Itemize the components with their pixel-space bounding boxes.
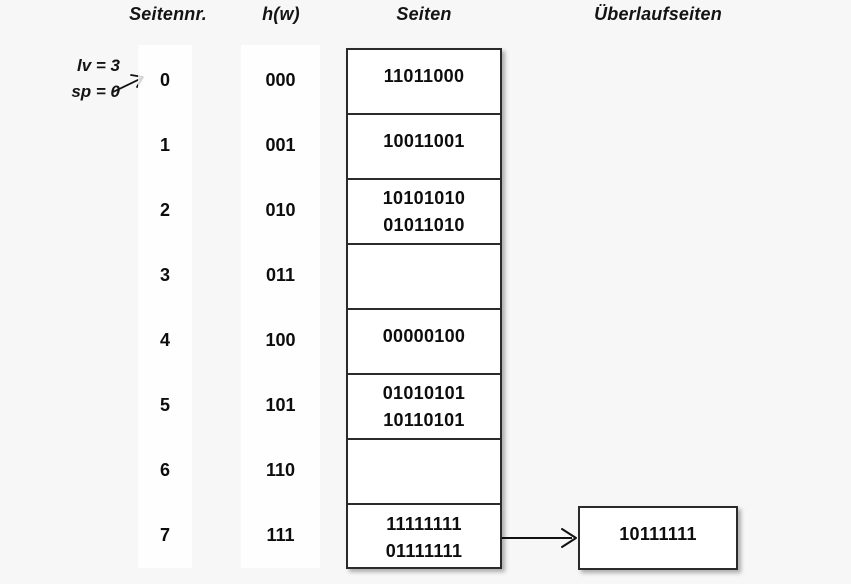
column-header-seiten: Seiten	[396, 4, 452, 24]
hw-cell: 011	[265, 265, 296, 285]
parameter-lv: lv = 3	[76, 56, 120, 75]
column-strip-hw	[241, 45, 320, 568]
hw-cell: 100	[265, 330, 296, 350]
seitennr-cell: 1	[159, 135, 170, 155]
seitennr-cell: 7	[159, 525, 170, 545]
seitennr-cell: 0	[159, 70, 170, 90]
bucket-entry: 01011010	[383, 214, 465, 235]
bucket-entry: 10011001	[383, 131, 465, 151]
bucket-entry: 01010101	[382, 382, 466, 403]
bucket-row: 10101010 01011010	[348, 180, 500, 245]
bucket-row: 10011001	[348, 115, 500, 180]
column-header-hw: h(w)	[262, 4, 300, 24]
bucket-row	[348, 440, 500, 505]
parameter-block: lv = 3 sp = 0	[36, 53, 120, 105]
hw-cell: 110	[265, 460, 296, 480]
hw-cell: 001	[265, 135, 296, 155]
seitennr-cell: 4	[159, 330, 170, 350]
hw-cell: 111	[266, 525, 295, 545]
hw-cell: 010	[265, 200, 296, 220]
arrow-right-icon	[502, 528, 577, 548]
bucket-entry: 01111111	[385, 540, 463, 561]
parameter-sp: sp = 0	[71, 82, 120, 101]
overflow-page-box: 10111111	[578, 506, 738, 570]
bucket-row: 11011000	[348, 50, 500, 115]
bucket-row	[348, 245, 500, 310]
seitennr-cell: 5	[159, 395, 170, 415]
bucket-entry: 10101010	[382, 187, 466, 208]
column-header-seitennr: Seitennr.	[129, 4, 207, 24]
seitennr-cell: 3	[159, 265, 170, 285]
bucket-row: 01010101 10110101	[348, 375, 500, 440]
column-header-ueberlaufseiten: Überlaufseiten	[594, 4, 722, 24]
bucket-entry: 11111111	[386, 513, 462, 534]
hw-cell: 101	[265, 395, 296, 415]
bucket-entry: 00000100	[382, 326, 466, 346]
bucket-entry: 10110101	[383, 409, 465, 430]
bucket-row: 11111111 01111111	[348, 505, 500, 570]
column-strip-seitennr	[138, 45, 192, 568]
bucket-row: 00000100	[348, 310, 500, 375]
seiten-bucket-box: 11011000 10011001 10101010 01011010 00000100…	[346, 48, 502, 569]
overflow-entry: 10111111	[619, 523, 697, 544]
bucket-entry: 11011000	[383, 66, 465, 86]
seitennr-cell: 6	[159, 460, 170, 480]
seitennr-cell: 2	[159, 200, 170, 220]
hw-cell: 000	[265, 70, 296, 90]
